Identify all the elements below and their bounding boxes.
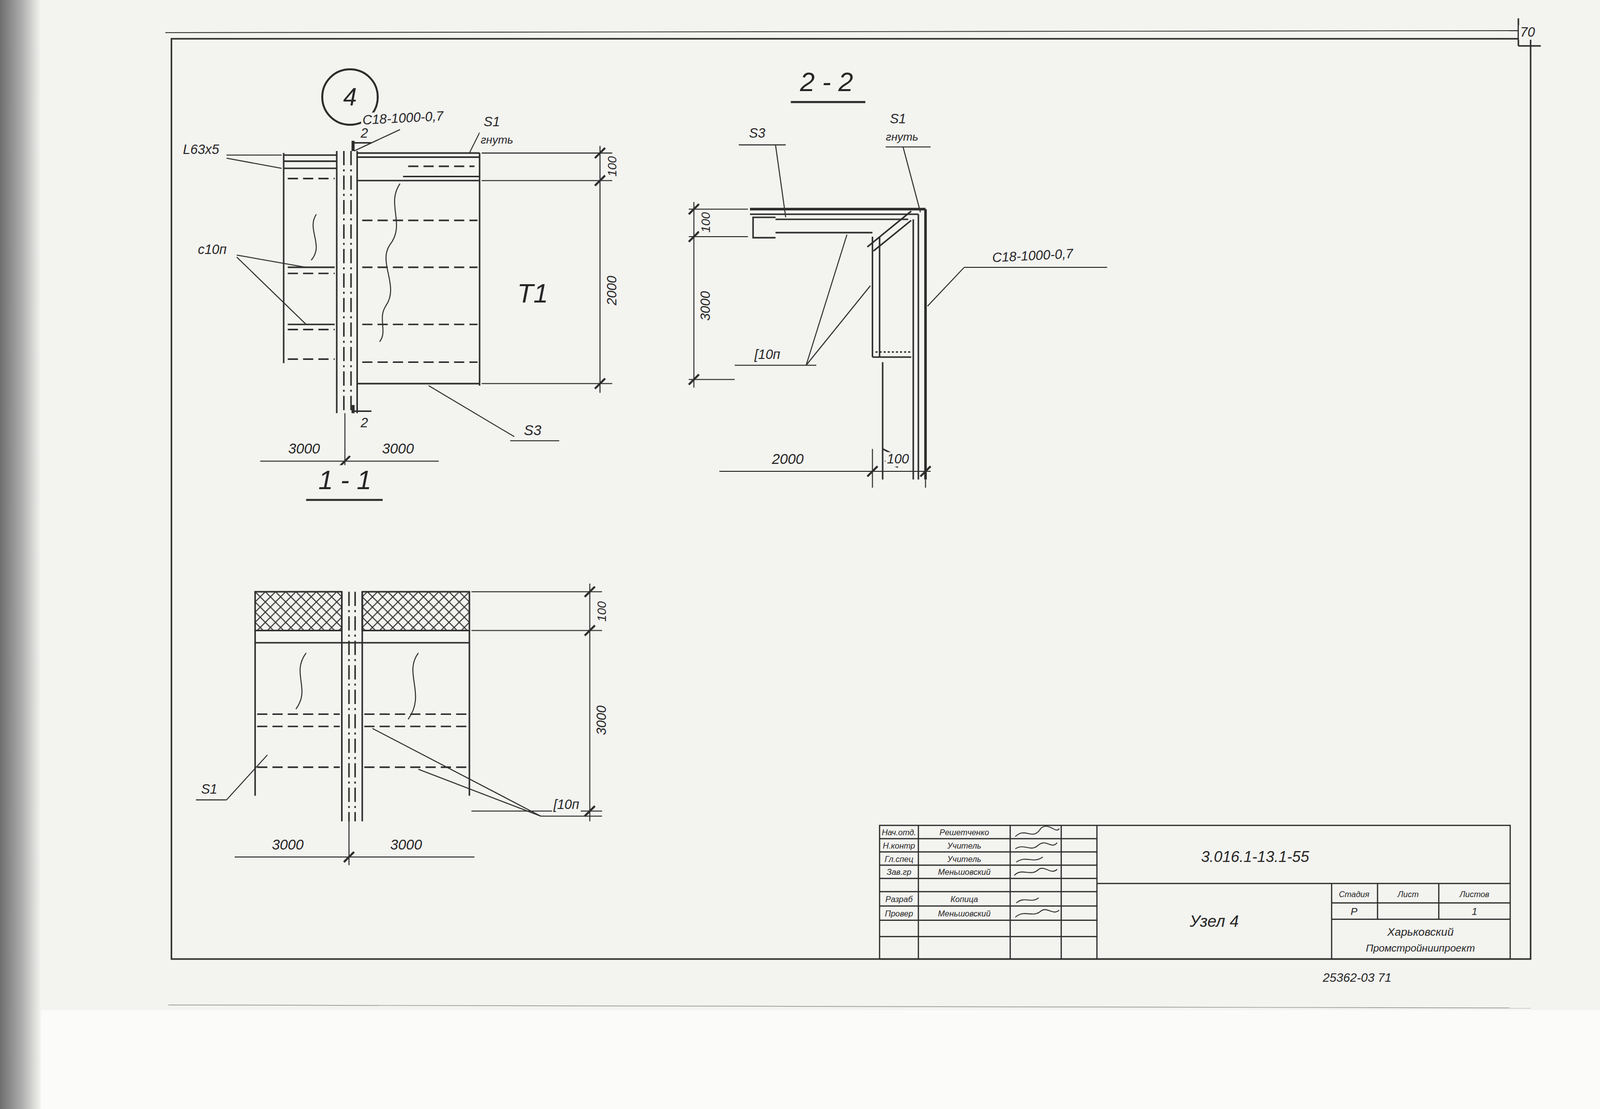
page-margin: [40, 1009, 1600, 1109]
part-mark: S1: [888, 111, 908, 127]
stamp-value: 1: [1470, 905, 1479, 917]
callout-number: 4: [343, 84, 357, 109]
organisation: Харьковский: [1385, 925, 1455, 938]
dimension: 100: [595, 599, 609, 623]
archive-number: 25362-03 71: [1321, 970, 1394, 985]
dimension: 3000: [699, 290, 714, 323]
stamp-name: Учитель: [946, 853, 984, 863]
stamp-name: Учитель: [946, 841, 984, 850]
document-code: 3.016.1-13.1-55: [1199, 848, 1311, 866]
note: гнуть: [479, 133, 515, 147]
stamp-role: Разраб: [883, 894, 914, 904]
dimension: 3000: [286, 441, 322, 457]
part-mark: S1: [199, 782, 219, 798]
stamp-name: Решетченко: [938, 827, 991, 837]
stamp-role: Зав.гр: [885, 867, 913, 877]
dimension: 2000: [604, 274, 620, 308]
stamp-header: Листов: [1457, 889, 1491, 899]
dimension: 100: [699, 210, 713, 235]
stamp-name: Копица: [949, 894, 980, 904]
dimension: 3000: [270, 837, 305, 853]
sheet-number: 70: [1518, 25, 1537, 40]
stamp-name: Меньшовский: [936, 867, 993, 877]
title-block: [879, 825, 1511, 959]
stamp-role: Нач.отд.: [880, 827, 918, 837]
profile-mark: L63x5: [181, 142, 221, 157]
dimension: 3000: [388, 837, 424, 853]
profile-mark: С18-1000-0,7: [990, 246, 1075, 266]
profile-mark: с10п: [196, 242, 229, 257]
section-2-2: [688, 101, 1107, 488]
profile-mark: [10п: [752, 348, 782, 363]
stamp-value: Р: [1349, 905, 1359, 917]
stamp-role: Н.контр: [881, 841, 917, 850]
note: гнуть: [884, 130, 920, 144]
dimension: 2000: [770, 451, 805, 468]
dimension: 100: [605, 154, 619, 178]
stamp-header: Лист: [1396, 889, 1420, 899]
stamp-header: Стадия: [1337, 889, 1371, 899]
part-mark: S1: [482, 115, 502, 130]
dimension: 3000: [380, 441, 416, 457]
part-mark: S3: [747, 126, 767, 141]
profile-mark: С18-1000-0,7: [360, 108, 446, 128]
section-1-1: [196, 500, 602, 866]
section-mark: 2: [358, 416, 370, 431]
detail-plan: [226, 129, 613, 472]
section-title: 1 - 1: [316, 464, 373, 495]
section-title: 2 - 2: [798, 66, 855, 97]
stamp-role: Гл.спец: [883, 853, 915, 863]
drawing-title: Узел 4: [1188, 912, 1241, 931]
dimension: 3000: [594, 703, 609, 737]
dimension: 100: [885, 451, 911, 467]
part-mark: Т1: [515, 278, 550, 308]
stamp-role: Провер: [883, 908, 915, 918]
section-mark: 2: [358, 126, 370, 141]
profile-mark: [10п: [551, 798, 581, 813]
stamp-name: Меньшовский: [936, 908, 993, 918]
frame: [165, 18, 1542, 1008]
part-mark: S3: [522, 422, 543, 439]
binding-shadow: [0, 0, 41, 1109]
organisation: Промстройниипроект: [1364, 942, 1477, 954]
